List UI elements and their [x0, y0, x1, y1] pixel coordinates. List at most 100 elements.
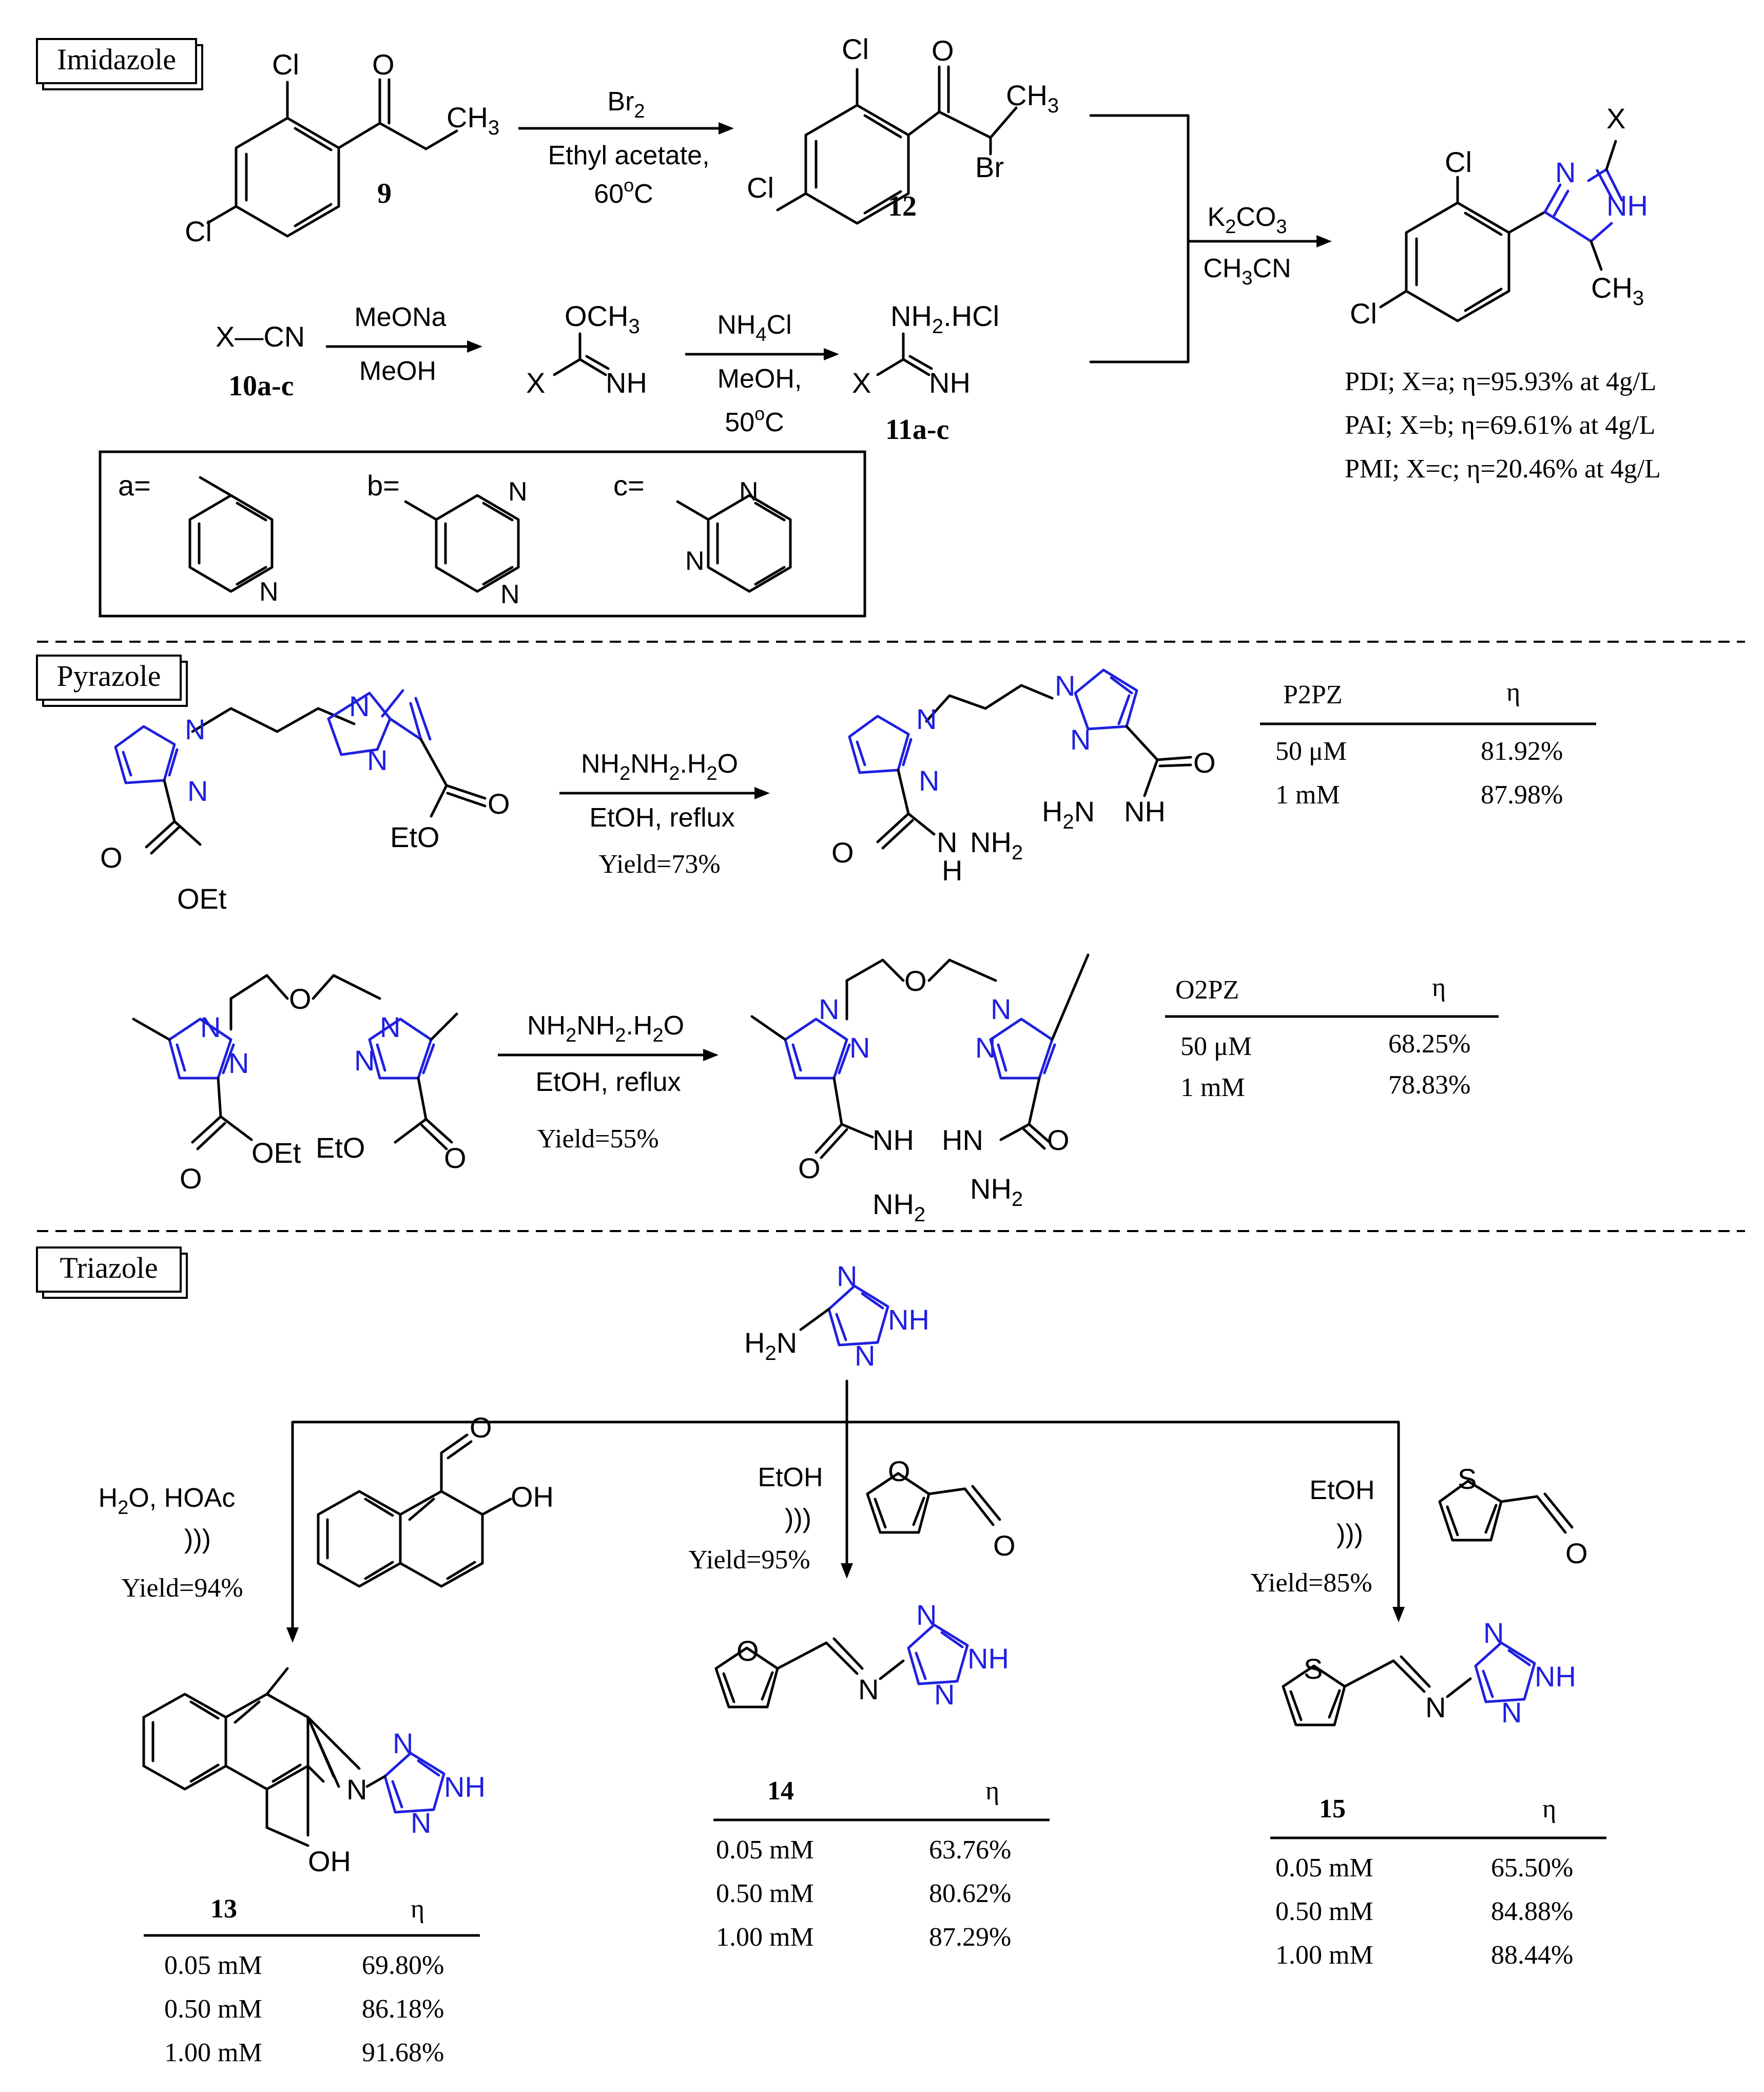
svg-text:O: O [993, 1529, 1016, 1562]
svg-text:N: N [849, 1031, 870, 1064]
svg-text:84.88%: 84.88% [1491, 1897, 1573, 1926]
furfural: O O [866, 1455, 1016, 1562]
svg-text:O: O [444, 1142, 467, 1174]
svg-text:N: N [259, 577, 279, 607]
svg-text:0.05 mM: 0.05 mM [1275, 1853, 1373, 1883]
result-pmi: PMI; X=c; η=20.46% at 4g/L [1345, 454, 1661, 484]
svg-text:Imidazole: Imidazole [57, 43, 176, 76]
svg-text:Yield=55%: Yield=55% [537, 1124, 658, 1154]
svg-text:))): ))) [1336, 1519, 1363, 1549]
svg-text:N: N [393, 1727, 413, 1759]
svg-text:CH3: CH3 [1006, 79, 1059, 117]
svg-text:X: X [526, 367, 545, 399]
svg-text:))): ))) [785, 1504, 811, 1533]
hydroxynaphthaldehyde: O OH [317, 1411, 554, 1588]
svg-text:K2CO3: K2CO3 [1208, 202, 1287, 238]
svg-text:EtOH: EtOH [1309, 1475, 1374, 1505]
svg-text:Yield=73%: Yield=73% [598, 850, 720, 879]
imidazole-product: Cl Cl N NH X CH3 [1350, 102, 1648, 330]
svg-text:0.05 mM: 0.05 mM [716, 1835, 814, 1865]
compound-9-structure: Cl Cl O CH3 9 [185, 48, 499, 247]
svg-text:Triazole: Triazole [60, 1251, 158, 1284]
svg-text:O: O [1047, 1124, 1070, 1156]
compound-14-structure: O N N NH N [714, 1599, 1009, 1711]
svg-text:NH: NH [967, 1642, 1009, 1675]
svg-text:86.18%: 86.18% [362, 1994, 444, 2024]
compound-12-label: 12 [888, 190, 917, 222]
svg-text:Cl: Cl [1445, 146, 1472, 178]
svg-text:63.76%: 63.76% [929, 1835, 1011, 1865]
svg-text:NH: NH [1606, 189, 1648, 222]
svg-text:0.05 mM: 0.05 mM [164, 1951, 262, 1980]
svg-text:O: O [470, 1411, 492, 1444]
svg-text:OH: OH [308, 1845, 351, 1877]
svg-text:N: N [1555, 156, 1576, 188]
svg-text:CH3CN: CH3CN [1203, 254, 1291, 289]
svg-text:N: N [975, 1031, 996, 1064]
table-p2pz: P2PZ η 50 μM 81.92% 1 mM 87.98% [1260, 678, 1596, 810]
svg-text:0.50 mM: 0.50 mM [164, 1994, 262, 2024]
svg-text:68.25%: 68.25% [1388, 1029, 1470, 1059]
imidate-intermediate: OCH3 X NH [526, 300, 647, 399]
svg-text:N: N [858, 1673, 879, 1705]
svg-text:O: O [798, 1152, 821, 1184]
svg-text:0.50 mM: 0.50 mM [1275, 1897, 1373, 1926]
svg-text:MeOH: MeOH [359, 356, 436, 386]
substituent-legend: a= b= c= N N N N N [99, 450, 866, 618]
pyrazole-diester-1: N N N N O OEt O EtO [100, 689, 510, 915]
svg-text:Yield=94%: Yield=94% [121, 1573, 243, 1603]
svg-text:OH: OH [511, 1481, 554, 1513]
svg-text:b=: b= [367, 469, 400, 502]
svg-text:S: S [1304, 1653, 1323, 1685]
section-label-imidazole: Imidazole [36, 38, 203, 90]
svg-text:1.00 mM: 1.00 mM [716, 1923, 814, 1952]
svg-text:O: O [289, 983, 312, 1015]
svg-text:CH3: CH3 [447, 101, 499, 139]
svg-text:η: η [1432, 973, 1446, 1002]
svg-text:η: η [1542, 1794, 1556, 1824]
svg-text:O: O [932, 34, 954, 67]
svg-text:N: N [685, 546, 705, 576]
svg-text:X: X [1606, 102, 1625, 135]
svg-text:Br2: Br2 [607, 87, 645, 122]
svg-text:a=: a= [118, 469, 151, 502]
svg-text:Ethyl acetate,: Ethyl acetate, [548, 141, 709, 170]
svg-text:O: O [1565, 1537, 1588, 1569]
svg-text:S: S [1458, 1463, 1477, 1495]
svg-text:N: N [187, 775, 208, 807]
svg-text:N: N [1425, 1691, 1446, 1723]
section-label-triazole: Triazole [36, 1246, 188, 1299]
svg-text:N: N [934, 1678, 955, 1711]
svg-text:HN: HN [942, 1124, 983, 1156]
svg-text:Cl: Cl [185, 215, 212, 247]
convergence-bracket [1089, 114, 1190, 363]
compound-10-label: 10a-c [228, 370, 294, 402]
amidine-11: NH2.HCl X NH 11a-c [852, 300, 999, 446]
svg-text:N: N [916, 703, 937, 735]
svg-text:MeONa: MeONa [354, 302, 446, 332]
svg-text:O: O [904, 965, 927, 997]
compound-15-structure: S N N NH N [1282, 1617, 1576, 1729]
svg-text:OEt: OEt [177, 882, 227, 915]
section-label-pyrazole: Pyrazole [36, 655, 188, 707]
svg-text:65.50%: 65.50% [1491, 1853, 1573, 1883]
result-pdi: PDI; X=a; η=95.93% at 4g/L [1345, 367, 1656, 396]
branch-bar [291, 1421, 1400, 1632]
svg-text:H: H [942, 854, 962, 887]
svg-text:CH3: CH3 [1591, 272, 1644, 310]
svg-text:O: O [888, 1455, 910, 1487]
svg-text:Pyrazole: Pyrazole [57, 659, 161, 693]
svg-text:N: N [367, 744, 387, 776]
svg-text:N: N [354, 1044, 375, 1077]
svg-text:EtOH, reflux: EtOH, reflux [589, 803, 734, 833]
svg-text:c=: c= [613, 469, 645, 502]
svg-text:EtO: EtO [390, 821, 439, 853]
svg-text:50 μM: 50 μM [1275, 737, 1347, 766]
svg-text:N: N [991, 993, 1011, 1025]
svg-text:O: O [831, 836, 854, 869]
svg-text:N: N [1501, 1696, 1522, 1729]
compound-13-structure: OH N N NH N [142, 1667, 486, 1877]
svg-text:N: N [500, 580, 520, 609]
svg-text:N: N [919, 764, 939, 797]
